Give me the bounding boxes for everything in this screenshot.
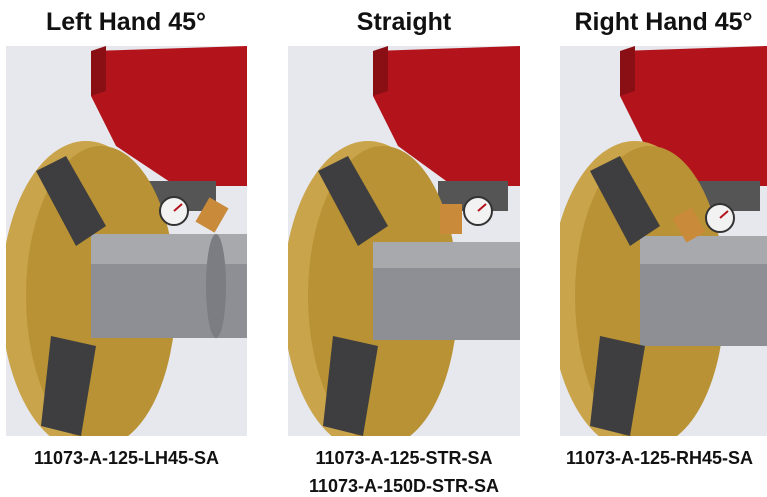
dial-indicator-icon xyxy=(672,203,735,243)
dial-indicator-icon xyxy=(440,196,493,234)
part-number: 11073-A-125-LH45-SA xyxy=(33,448,220,468)
part-number: 11073-A-125-RH45-SA xyxy=(565,448,754,468)
dial-indicator-icon xyxy=(159,196,229,233)
part-number: 11073-A-125-STR-SA xyxy=(315,448,493,468)
panel-title: Left Hand 45° xyxy=(45,8,207,36)
panel-title: Straight xyxy=(356,8,452,36)
lathe-illustration-left-hand xyxy=(6,46,247,436)
lathe-chuck-illustration xyxy=(6,141,247,436)
lathe-illustration-right-hand xyxy=(560,46,767,436)
part-number: 11073-A-150D-STR-SA xyxy=(308,476,500,496)
tool-holder-illustration xyxy=(373,46,520,211)
panel-title: Right Hand 45° xyxy=(574,8,753,36)
lathe-chuck-illustration xyxy=(288,141,520,436)
lathe-illustration-straight xyxy=(288,46,520,436)
